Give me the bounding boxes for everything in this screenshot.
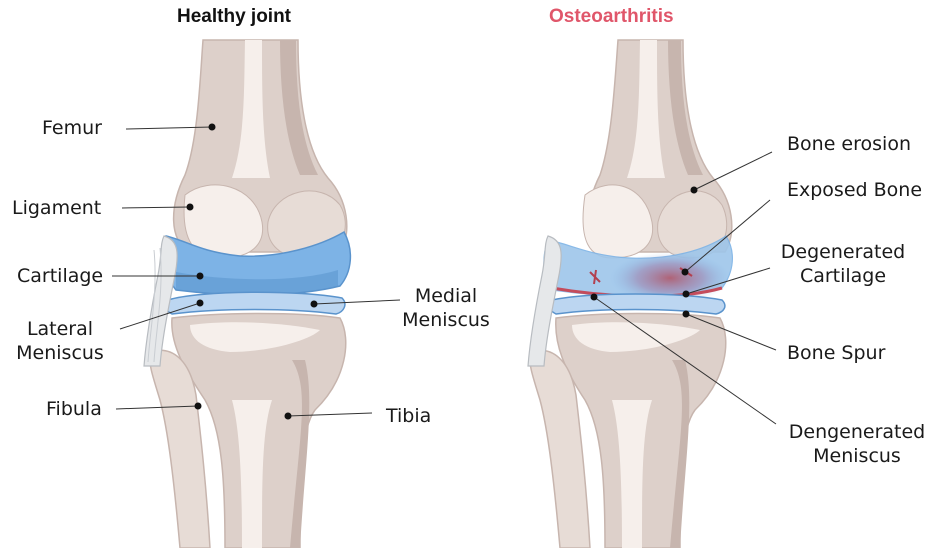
tibia-label: Tibia — [386, 404, 431, 428]
meniscus — [165, 292, 345, 314]
degenerated-cartilage-label: Degenerated Cartilage — [780, 240, 906, 288]
oa-knee — [528, 40, 732, 548]
cartilage-label: Cartilage — [17, 264, 103, 288]
medial-meniscus-label: Medial Meniscus — [400, 284, 492, 332]
femur-label: Femur — [42, 116, 102, 140]
lateral-meniscus-label: Lateral Meniscus — [12, 317, 108, 365]
fibula-label: Fibula — [46, 397, 102, 421]
degenerated-meniscus-line1: Dengenerated — [782, 420, 932, 444]
exposed-bone-label: Exposed Bone — [787, 178, 922, 202]
degenerated-meniscus-line2: Meniscus — [782, 444, 932, 468]
bone-spur-label: Bone Spur — [787, 341, 885, 365]
medial-meniscus-line1: Medial — [400, 284, 492, 308]
lateral-meniscus-line1: Lateral — [12, 317, 108, 341]
healthy-knee — [144, 40, 350, 548]
bone-erosion-label: Bone erosion — [787, 132, 911, 156]
degenerated-cartilage-line2: Cartilage — [780, 264, 906, 288]
ligament-label: Ligament — [12, 196, 101, 220]
lateral-meniscus-line2: Meniscus — [12, 341, 108, 365]
degenerated-meniscus-label: Dengenerated Meniscus — [782, 420, 932, 468]
medial-meniscus-line2: Meniscus — [400, 308, 492, 332]
degenerated-cartilage-line1: Degenerated — [780, 240, 906, 264]
